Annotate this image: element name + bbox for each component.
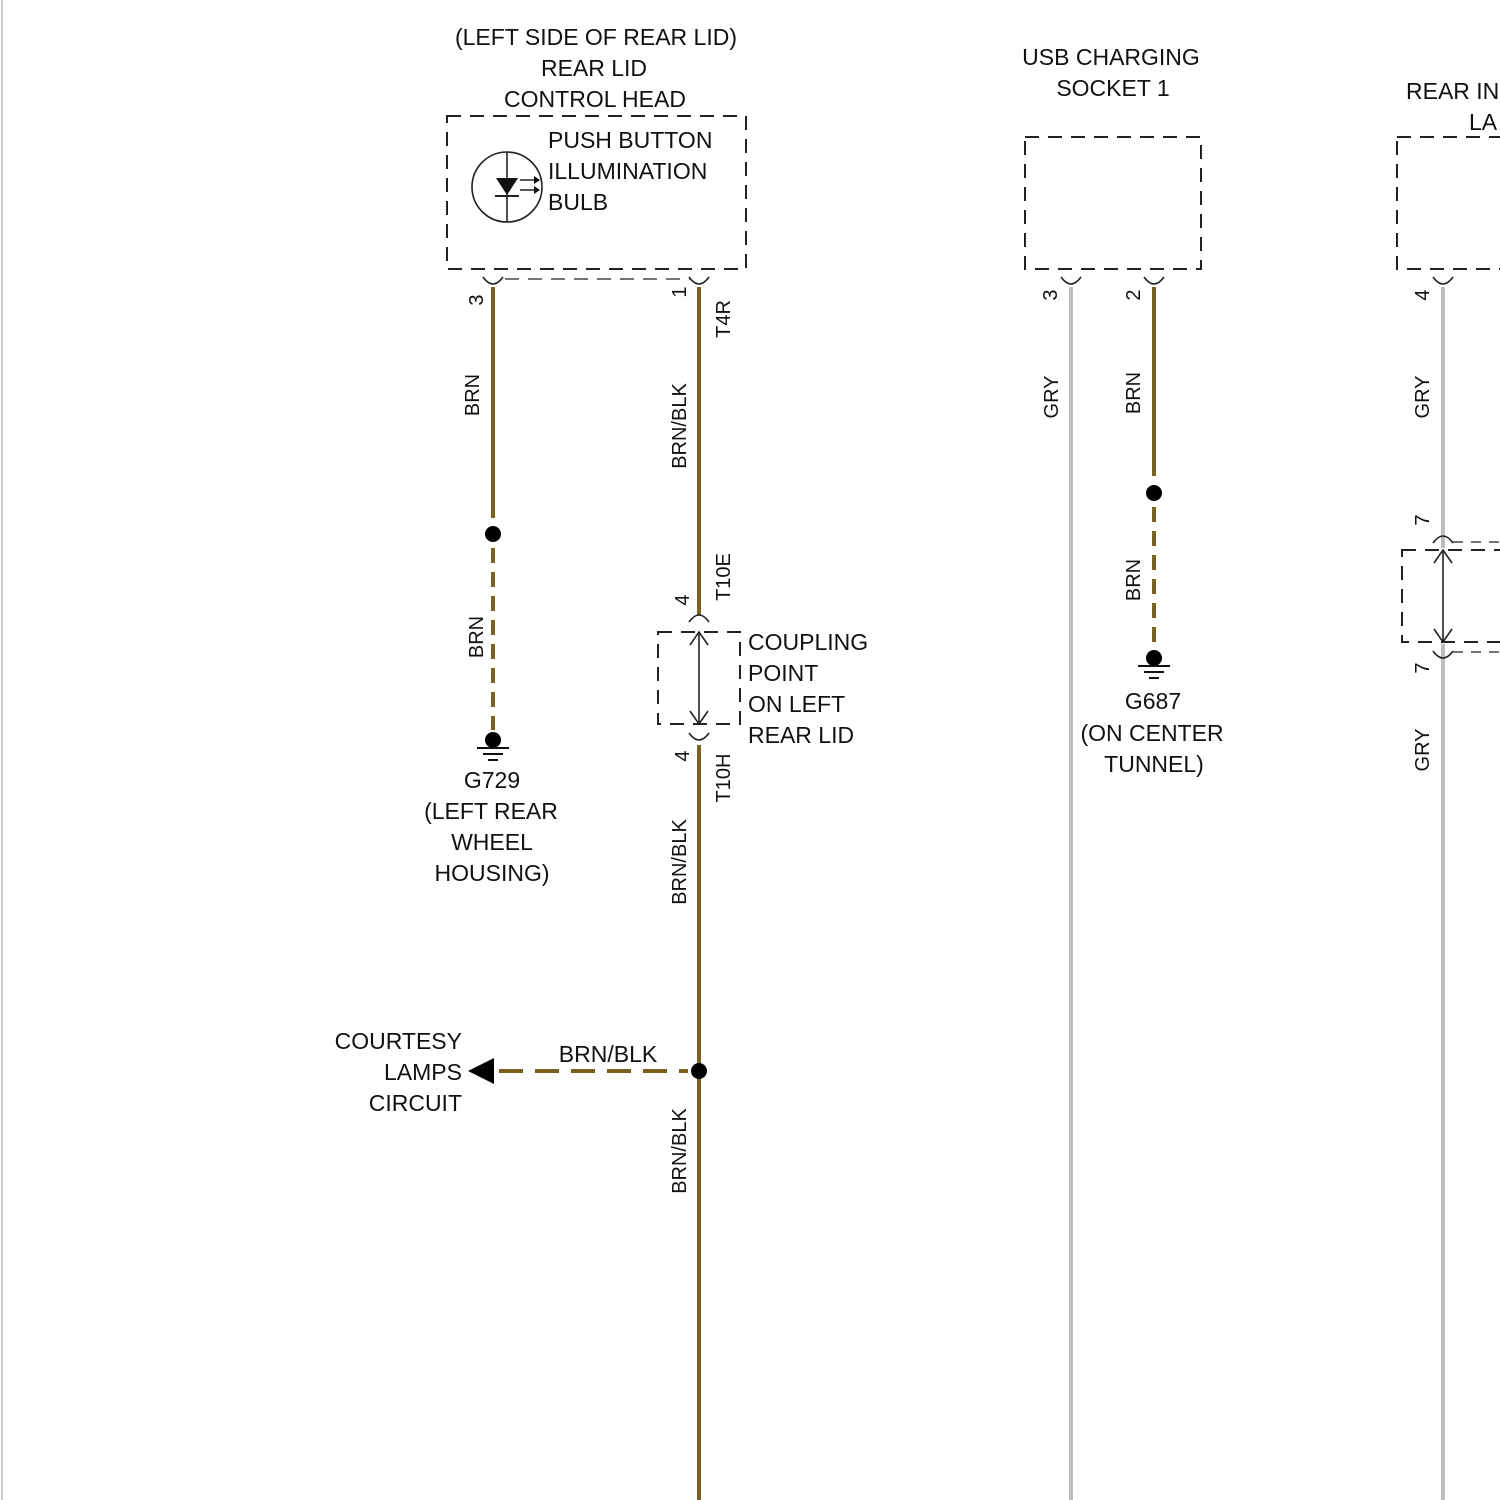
ground-g729-icon bbox=[477, 732, 509, 760]
coupling-label-4: REAR LID bbox=[748, 722, 854, 748]
rear-lamp-box bbox=[1397, 137, 1500, 269]
ground-g687-icon bbox=[1138, 650, 1170, 678]
wire-brn-to-g729: BRN BRN bbox=[462, 287, 501, 730]
bulb-label-1: PUSH BUTTON bbox=[548, 127, 712, 153]
rear-coupling-pin-bottom-label: 7 bbox=[1412, 662, 1434, 673]
ground-g729-desc-3: HOUSING) bbox=[435, 860, 550, 886]
courtesy-circuit-label-2: LAMPS bbox=[384, 1059, 462, 1085]
coupling-pin-bottom-label: 4 bbox=[672, 750, 694, 761]
coupling-pin-top-label: 4 bbox=[672, 594, 694, 605]
pin-1-connector-mark bbox=[689, 277, 709, 284]
ground-g729-desc-2: WHEEL bbox=[451, 829, 533, 855]
coupling-label-1: COUPLING bbox=[748, 629, 868, 655]
wire-label-usb-gry: GRY bbox=[1041, 376, 1063, 419]
rear-lamp-title-2: LA bbox=[1469, 109, 1498, 135]
branch-courtesy-lamps: BRN/BLK COURTESY LAMPS CIRCUIT bbox=[335, 1028, 707, 1116]
coupling-point-left-rear-lid: 4 T10E 4 T10H COUPLING POINT ON LEFT REA… bbox=[658, 553, 868, 802]
usb-charging-socket: USB CHARGING SOCKET 1 3 2 bbox=[1022, 44, 1201, 301]
wire-label-usb-brn-lower: BRN bbox=[1123, 559, 1145, 601]
wire-label-brn-blk-branch: BRN/BLK bbox=[559, 1041, 658, 1067]
ground-g687-desc-2: TUNNEL) bbox=[1104, 751, 1204, 777]
coupling-label-2: POINT bbox=[748, 660, 818, 686]
wire-label-lamp-gry-upper: GRY bbox=[1412, 376, 1434, 419]
wire-label-brn-blk-middle: BRN/BLK bbox=[669, 819, 691, 905]
coupling-label-3: ON LEFT bbox=[748, 691, 845, 717]
pin-1-label: 1 bbox=[669, 286, 691, 297]
usb-pin-3-mark bbox=[1061, 277, 1081, 284]
control-head-title-2: REAR LID bbox=[541, 55, 647, 81]
usb-pin-3-label: 3 bbox=[1040, 289, 1062, 300]
courtesy-circuit-label-1: COURTESY bbox=[335, 1028, 462, 1054]
wire-label-brn-upper: BRN bbox=[462, 374, 484, 416]
ground-g687-desc-1: (ON CENTER bbox=[1080, 720, 1223, 746]
rear-coupling-pin-top-label: 7 bbox=[1412, 514, 1434, 525]
rear-lamp-pin-4-label: 4 bbox=[1412, 289, 1434, 300]
wire-usb-gry: GRY bbox=[1041, 287, 1071, 1500]
ground-g687-id: G687 bbox=[1125, 688, 1181, 714]
courtesy-circuit-label-3: CIRCUIT bbox=[369, 1090, 462, 1116]
arrow-left-icon bbox=[468, 1058, 494, 1084]
connector-t10e-label: T10E bbox=[713, 553, 735, 601]
wire-label-usb-brn-upper: BRN bbox=[1123, 372, 1145, 414]
bulb-label-3: BULB bbox=[548, 189, 608, 215]
wire-label-lamp-gry-lower: GRY bbox=[1412, 729, 1434, 772]
coupling-top-mark bbox=[689, 615, 709, 622]
usb-pin-2-mark bbox=[1144, 277, 1164, 284]
wire-brn-blk-main: BRN/BLK BRN/BLK BRN/BLK bbox=[669, 287, 699, 1500]
usb-pin-2-label: 2 bbox=[1123, 289, 1145, 300]
splice-dot-g687 bbox=[1146, 485, 1162, 501]
rear-coupling-box bbox=[1402, 550, 1500, 642]
control-head-title-3: CONTROL HEAD bbox=[504, 86, 686, 112]
pin-3-connector-mark bbox=[483, 277, 503, 284]
rear-interior-lamp: REAR IN LA 4 GRY 7 7 GRY bbox=[1397, 78, 1500, 1500]
wire-usb-brn-to-g687: BRN BRN bbox=[1123, 287, 1162, 648]
pin-3-label: 3 bbox=[466, 294, 488, 305]
splice-dot-g729 bbox=[485, 526, 501, 542]
coupling-bottom-mark bbox=[689, 733, 709, 740]
wire-label-brn-blk-bottom: BRN/BLK bbox=[669, 1108, 691, 1194]
usb-title-2: SOCKET 1 bbox=[1056, 75, 1169, 101]
ground-g729-desc-1: (LEFT REAR bbox=[424, 798, 558, 824]
usb-socket-box bbox=[1025, 137, 1201, 269]
wire-label-brn-blk-upper: BRN/BLK bbox=[669, 383, 691, 469]
illumination-bulb-icon bbox=[472, 152, 542, 222]
connector-t10h-label: T10H bbox=[713, 754, 735, 803]
ground-g729-id: G729 bbox=[464, 767, 520, 793]
splice-dot-courtesy bbox=[691, 1063, 707, 1079]
control-head-title-1: (LEFT SIDE OF REAR LID) bbox=[455, 24, 737, 50]
connector-t4r-label: T4R bbox=[713, 300, 735, 338]
rear-lamp-pin-4-mark bbox=[1433, 277, 1453, 284]
usb-title-1: USB CHARGING bbox=[1022, 44, 1200, 70]
wire-label-brn-lower: BRN bbox=[466, 616, 488, 658]
rear-lamp-title-1: REAR IN bbox=[1406, 78, 1499, 104]
bulb-label-2: ILLUMINATION bbox=[548, 158, 707, 184]
